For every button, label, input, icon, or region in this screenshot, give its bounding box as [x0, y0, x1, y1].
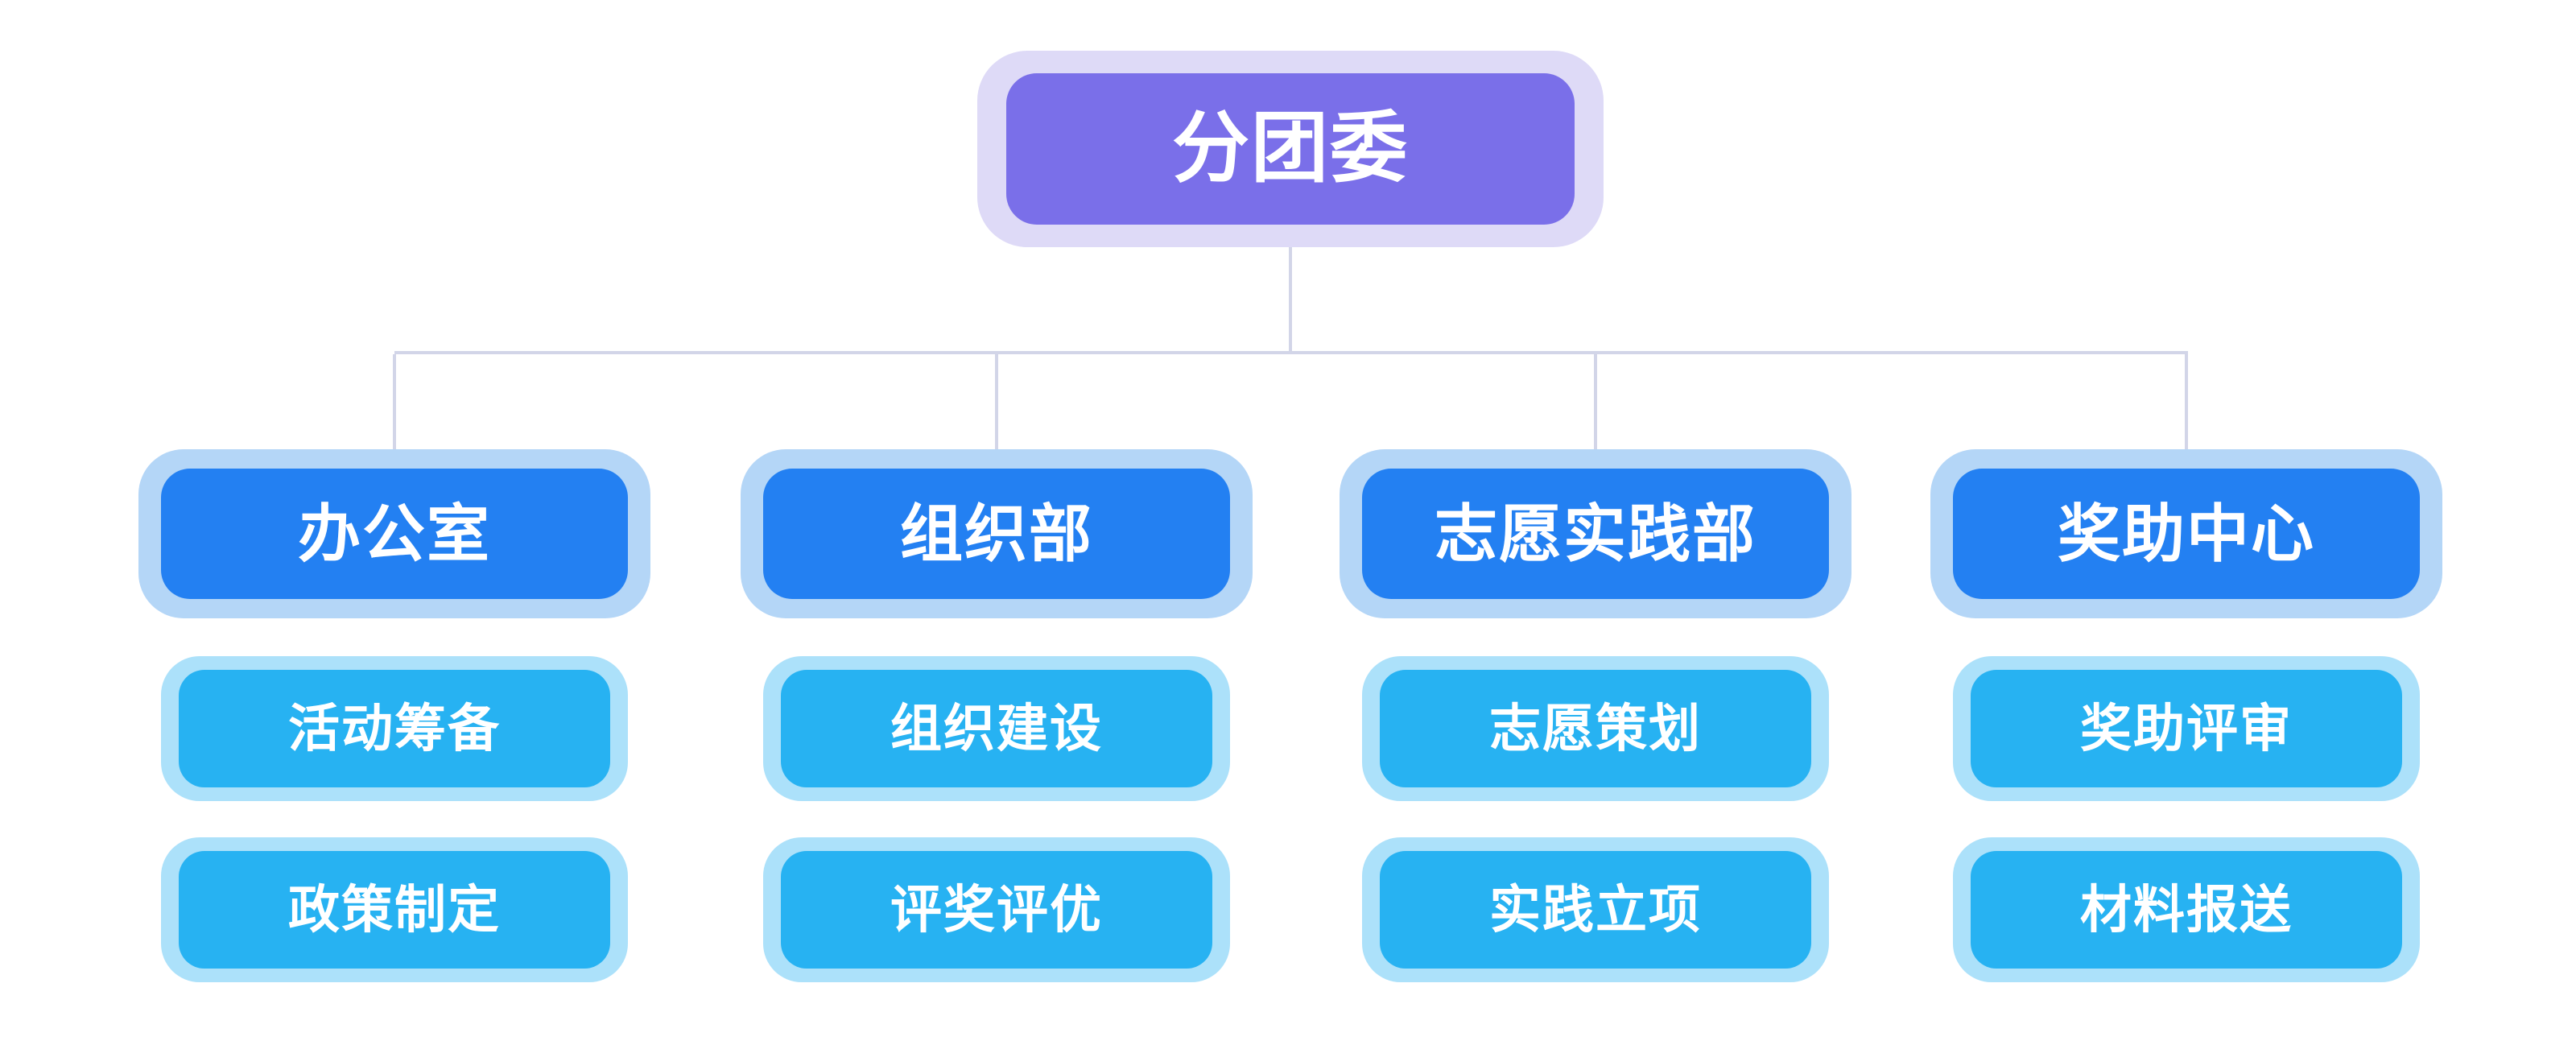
- subitem-node-label: 政策制定: [288, 881, 501, 939]
- subitem-node[interactable]: 组织建设: [763, 656, 1230, 801]
- subitem-node-inner: 活动筹备: [179, 670, 610, 787]
- department-node-inner: 奖助中心: [1953, 469, 2420, 599]
- department-column-awards: 奖助中心 奖助评审 材料报送: [1930, 449, 2442, 982]
- subitem-node-label: 奖助评审: [2080, 700, 2293, 758]
- department-column-volunteer: 志愿实践部 志愿策划 实践立项: [1340, 449, 1852, 982]
- root-node-label: 分团委: [1172, 105, 1409, 192]
- subitem-node-inner: 志愿策划: [1380, 670, 1811, 787]
- subitem-node-inner: 奖助评审: [1971, 670, 2402, 787]
- department-node-label: 办公室: [297, 498, 491, 569]
- subitem-node-inner: 组织建设: [781, 670, 1212, 787]
- connector-drop-volunteer: [1594, 354, 1597, 449]
- connector-horizontal: [394, 351, 2188, 354]
- department-node[interactable]: 志愿实践部: [1340, 449, 1852, 618]
- subitem-node[interactable]: 活动筹备: [161, 656, 628, 801]
- department-column-organization: 组织部 组织建设 评奖评优: [741, 449, 1253, 982]
- subitem-node[interactable]: 奖助评审: [1953, 656, 2420, 801]
- subitem-node[interactable]: 评奖评优: [763, 837, 1230, 982]
- subitem-node[interactable]: 政策制定: [161, 837, 628, 982]
- subitem-node-inner: 实践立项: [1380, 851, 1811, 969]
- department-node-label: 组织部: [899, 498, 1093, 569]
- subitem-node-inner: 评奖评优: [781, 851, 1212, 969]
- subitem-node-label: 组织建设: [890, 700, 1103, 758]
- subitem-node[interactable]: 材料报送: [1953, 837, 2420, 982]
- department-node-label: 奖助中心: [2057, 498, 2315, 569]
- subitem-node-label: 材料报送: [2080, 881, 2293, 939]
- department-node[interactable]: 奖助中心: [1930, 449, 2442, 618]
- root-node[interactable]: 分团委: [977, 51, 1604, 247]
- subitem-node-inner: 政策制定: [179, 851, 610, 969]
- connector-drop-office: [393, 354, 396, 449]
- subitem-node-label: 活动筹备: [288, 700, 501, 758]
- connector-drop-organization: [995, 354, 998, 449]
- subitem-node[interactable]: 实践立项: [1362, 837, 1829, 982]
- subitem-node-label: 志愿策划: [1489, 700, 1702, 758]
- connector-root-stem: [1289, 247, 1292, 351]
- department-column-office: 办公室 活动筹备 政策制定: [138, 449, 650, 982]
- department-node-inner: 办公室: [161, 469, 628, 599]
- connector-drop-awards: [2185, 354, 2188, 449]
- subitem-node-label: 评奖评优: [890, 881, 1103, 939]
- subitem-node-label: 实践立项: [1489, 881, 1702, 939]
- department-node[interactable]: 组织部: [741, 449, 1253, 618]
- root-node-inner: 分团委: [1006, 73, 1575, 225]
- subitem-node[interactable]: 志愿策划: [1362, 656, 1829, 801]
- department-node[interactable]: 办公室: [138, 449, 650, 618]
- department-node-inner: 志愿实践部: [1362, 469, 1829, 599]
- subitem-node-inner: 材料报送: [1971, 851, 2402, 969]
- department-node-label: 志愿实践部: [1434, 498, 1757, 569]
- department-node-inner: 组织部: [763, 469, 1230, 599]
